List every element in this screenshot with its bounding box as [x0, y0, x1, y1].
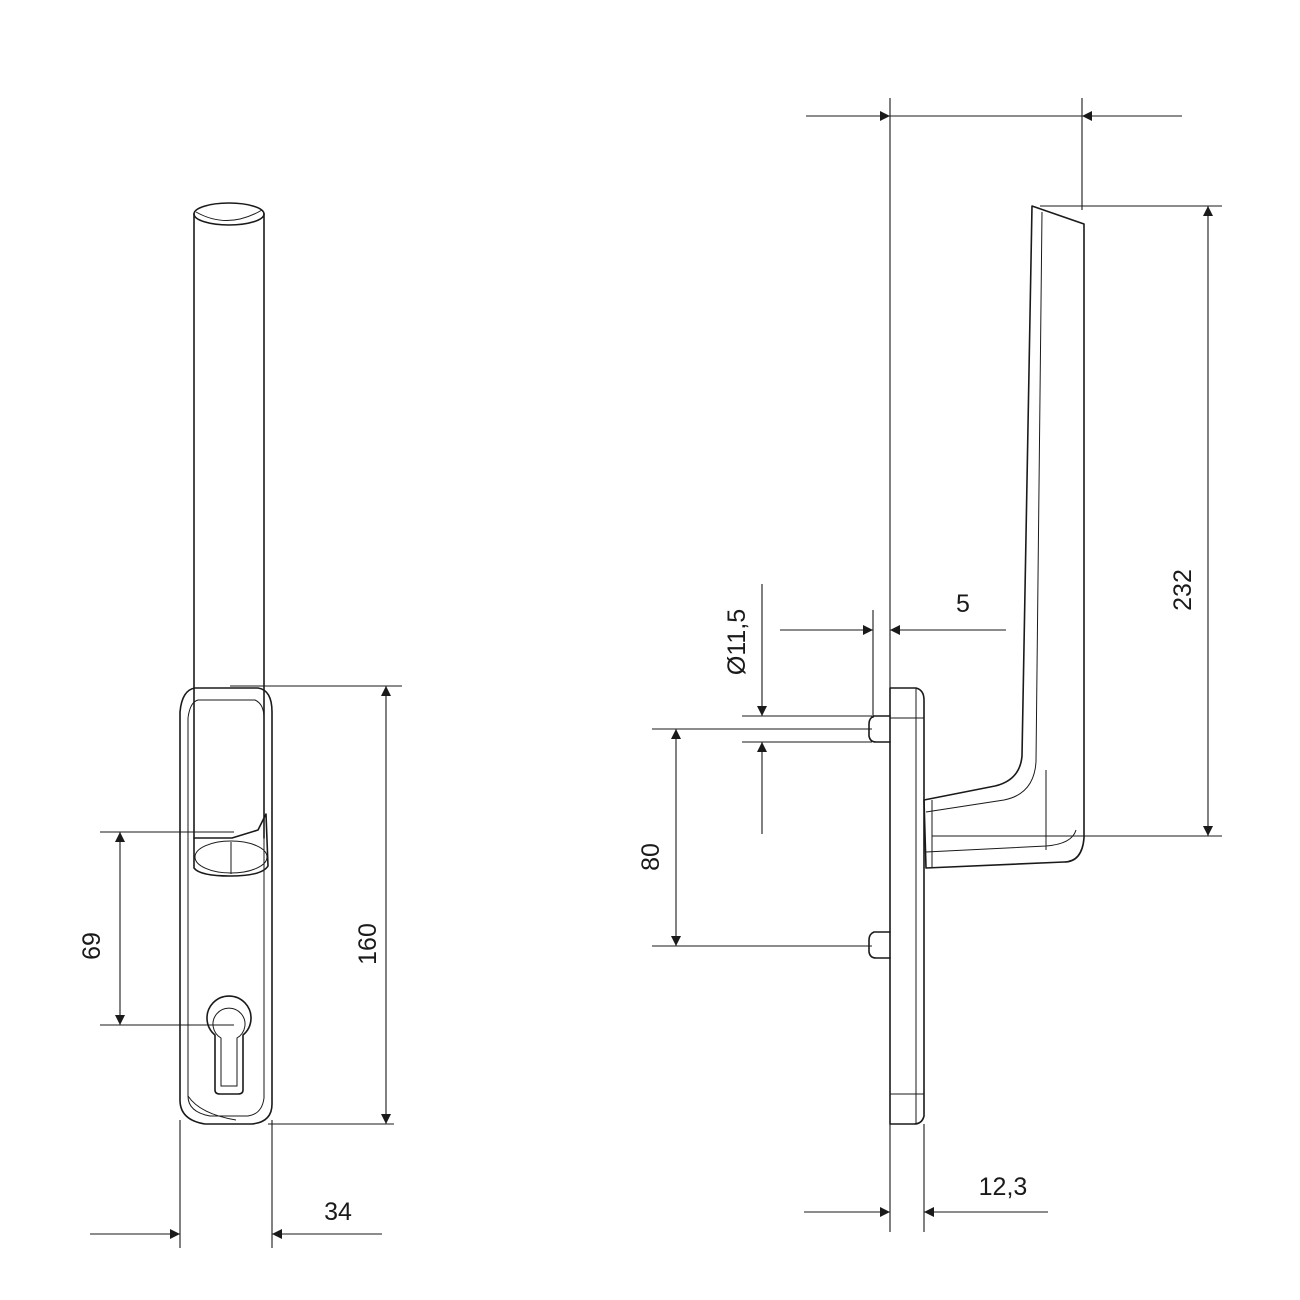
pin-bottom: [868, 931, 891, 959]
side-plate-outline: [889, 687, 925, 1125]
dim-side-offset: 5: [780, 590, 1006, 718]
dim-side-top: [806, 98, 1182, 690]
front-view: [179, 202, 273, 1125]
dim-side-offset-label: 5: [956, 590, 970, 618]
side-handle-outline: [923, 205, 1085, 869]
keyhole-icon: [206, 995, 252, 1095]
dim-side-handle-length: 232: [932, 205, 1222, 837]
dim-side-pin-spacing-label: 80: [637, 843, 665, 871]
side-view: [868, 205, 1085, 1125]
dim-front-handle-cylinder-label: 69: [78, 932, 106, 960]
dim-side-handle-length-label: 232: [1169, 569, 1197, 611]
handle-rose: [193, 813, 269, 877]
dim-side-pin-diameter: Ø11,5: [723, 584, 872, 834]
pin-top: [868, 715, 891, 743]
keyhole-inner: [212, 1007, 246, 1087]
side-handle-base-line: [925, 829, 1077, 853]
dim-front-handle-cylinder: 69: [78, 831, 234, 1026]
front-plate-outline: [179, 687, 273, 1125]
dim-side-plate-thickness-label: 12,3: [979, 1173, 1028, 1201]
dim-side-pin-diameter-label: Ø11,5: [723, 609, 751, 675]
dim-front-height-label: 160: [354, 923, 382, 965]
dim-front-height: 160: [230, 685, 402, 1125]
side-handle-inner: [925, 211, 1043, 813]
dim-side-plate-thickness: 12,3: [804, 1124, 1048, 1232]
dim-front-width: 34: [90, 1120, 382, 1248]
front-plate-inner: [187, 699, 265, 1117]
dim-front-width-label: 34: [324, 1198, 352, 1226]
plate-bottom-curve: [187, 1095, 237, 1121]
handle-tube-top-shade: [195, 209, 263, 221]
dim-side-pin-spacing: 80: [637, 728, 872, 947]
